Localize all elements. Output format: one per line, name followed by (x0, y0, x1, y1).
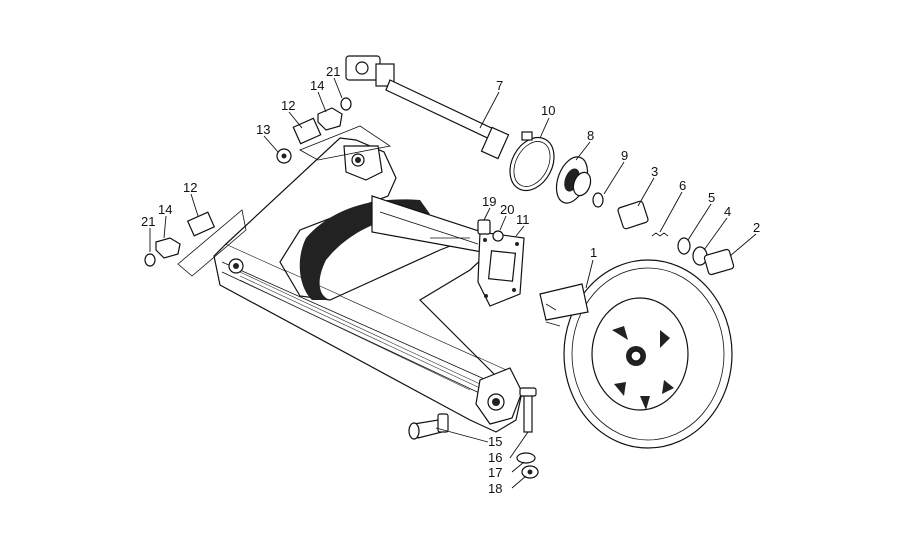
callout-1: 1 (590, 245, 597, 260)
spring-6 (651, 232, 669, 237)
callout-15: 15 (488, 434, 502, 449)
callout-20: 20 (500, 202, 514, 217)
callout-14-upper: 14 (310, 78, 324, 93)
fasteners-upper (276, 97, 352, 164)
callout-11: 11 (516, 212, 530, 227)
callout-9: 9 (621, 148, 628, 163)
callout-18: 18 (488, 481, 502, 496)
callout-19: 19 (482, 194, 496, 209)
fasteners-lower (408, 387, 539, 479)
o-ring-9 (592, 192, 604, 208)
callout-4: 4 (724, 204, 731, 219)
fasteners-flange (477, 219, 504, 242)
callout-12-upper: 12 (281, 98, 295, 113)
bushing-3 (617, 200, 649, 230)
callout-16: 16 (488, 450, 502, 465)
wheel-hub (539, 259, 733, 449)
cardan-shaft (345, 55, 510, 160)
leader-lines (149, 77, 757, 489)
clamp (509, 131, 555, 192)
callout-labels: 1 2 3 4 5 6 7 8 9 10 11 12 12 13 14 14 1… (141, 64, 760, 496)
callout-6: 6 (679, 178, 686, 193)
callout-3: 3 (651, 164, 658, 179)
callout-14-left: 14 (158, 202, 172, 217)
callout-17: 17 (488, 465, 502, 480)
callout-13: 13 (256, 122, 270, 137)
fasteners-left (144, 211, 216, 267)
callout-8: 8 (587, 128, 594, 143)
boot (555, 156, 592, 204)
callout-12-left: 12 (183, 180, 197, 195)
callout-21-left: 21 (141, 214, 155, 229)
callout-2: 2 (753, 220, 760, 235)
washer-5 (677, 237, 691, 255)
small-parts (592, 192, 735, 276)
callout-10: 10 (541, 103, 555, 118)
swingarm (213, 137, 525, 433)
assembly-brackets (177, 125, 392, 277)
callout-21-upper: 21 (326, 64, 340, 79)
callout-7: 7 (496, 78, 503, 93)
callout-5: 5 (708, 190, 715, 205)
gear-2 (703, 248, 735, 276)
